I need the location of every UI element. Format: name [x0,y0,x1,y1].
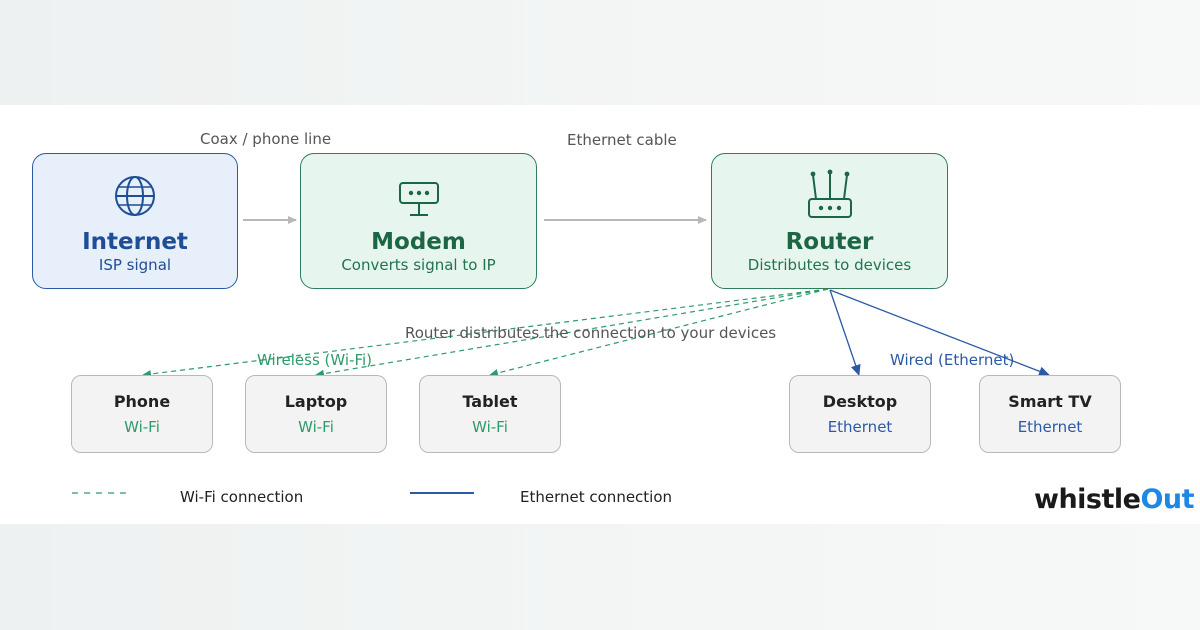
legend-ethernet-label: Ethernet connection [520,488,673,506]
logo-part-out: Out [1140,484,1195,515]
internet-subtitle: ISP signal [98,256,172,274]
router-node: Router Distributes to devices [711,153,948,289]
wifi-link-tablet [489,288,829,377]
ethernet-link-smart-tv [829,289,1050,377]
device-connection: Ethernet [827,417,893,436]
modem-subtitle: Converts signal to IP [341,256,496,274]
globe-icon [113,174,157,222]
wifi-link-phone [142,288,829,378]
wireless-label: Wireless (Wi-Fi) [257,351,373,369]
router-title: Router [785,229,874,255]
device-name: Smart TV [1008,391,1092,411]
device-connection: Wi-Fi [124,417,160,436]
router-subtitle: Distributes to devices [747,256,912,274]
wifi-link-laptop [315,288,829,378]
modem-icon [398,181,440,225]
device-name: Laptop [284,391,348,411]
device-connection: Wi-Fi [298,417,334,436]
top-band [0,0,1200,105]
link-label-ethernet-cable: Ethernet cable [567,131,677,149]
device-name: Desktop [822,391,898,411]
device-smart-tv: Smart TV Ethernet [979,375,1121,453]
device-connection: Wi-Fi [472,417,508,436]
device-name: Phone [113,391,171,411]
device-phone: Phone Wi-Fi [71,375,213,453]
device-tablet: Tablet Wi-Fi [419,375,561,453]
logo-part-whistle: whistle [1034,484,1141,515]
distribution-label: Router distributes the connection to you… [405,324,777,342]
bottom-band [0,524,1200,630]
ethernet-link-desktop [829,289,861,376]
whistleout-logo: whistleOut [1034,484,1195,515]
link-label-coax: Coax / phone line [200,130,332,148]
device-desktop: Desktop Ethernet [789,375,931,453]
device-connection: Ethernet [1017,417,1083,436]
router-icon [806,169,854,225]
internet-node: Internet ISP signal [32,153,238,289]
device-name: Tablet [462,391,518,411]
modem-title: Modem [371,229,466,255]
device-laptop: Laptop Wi-Fi [245,375,387,453]
wired-label: Wired (Ethernet) [890,351,1015,369]
internet-title: Internet [82,229,188,255]
modem-node: Modem Converts signal to IP [300,153,537,289]
legend-wifi-label: Wi-Fi connection [180,488,304,506]
